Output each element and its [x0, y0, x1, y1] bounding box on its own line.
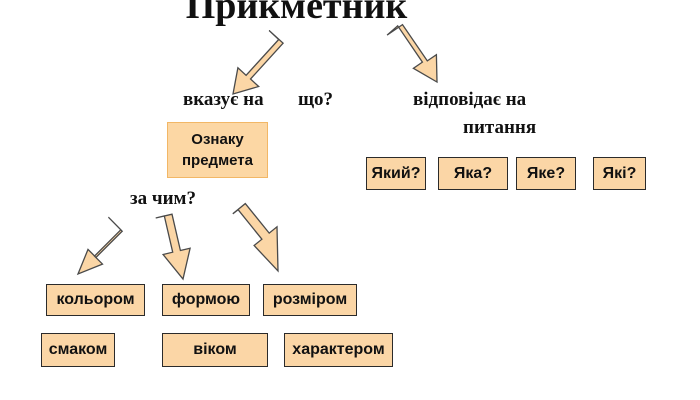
box-rozmirom: розміром [263, 284, 357, 316]
box-oznaku-predmeta: Ознаку предмета [167, 122, 268, 178]
box-smakom: смаком [41, 333, 115, 367]
arrow-title-to-vidpovidaie [386, 23, 438, 84]
box-oznaku-line2: предмета [181, 152, 253, 169]
box-question-yake: Яке? [516, 157, 576, 190]
box-kharakterom: характером [284, 333, 393, 367]
box-question-yakyi: Який? [366, 157, 426, 190]
box-vikom: віком [162, 333, 268, 367]
arrow-title-to-vkazuie [232, 30, 285, 95]
box-question-yaki: Які? [593, 157, 646, 190]
label-za-chym: за чим? [130, 188, 196, 209]
box-oznaku-line1: Ознаку [191, 131, 244, 148]
label-vidpovidaie-na: відповідає на [413, 89, 527, 110]
arrow-za-chym-left [76, 216, 124, 276]
arrow-za-chym-right [232, 202, 279, 273]
box-formoiu: формою [162, 284, 250, 316]
label-pytannia: питання [463, 117, 537, 138]
label-shcho: що? [298, 89, 334, 110]
box-question-yaka: Яка? [438, 157, 508, 190]
arrow-za-chym-middle [155, 213, 191, 281]
box-koliorom: кольором [46, 284, 145, 316]
diagram-title: Прикметник [185, 0, 408, 27]
label-vkazuie-na: вказує на [183, 89, 264, 110]
